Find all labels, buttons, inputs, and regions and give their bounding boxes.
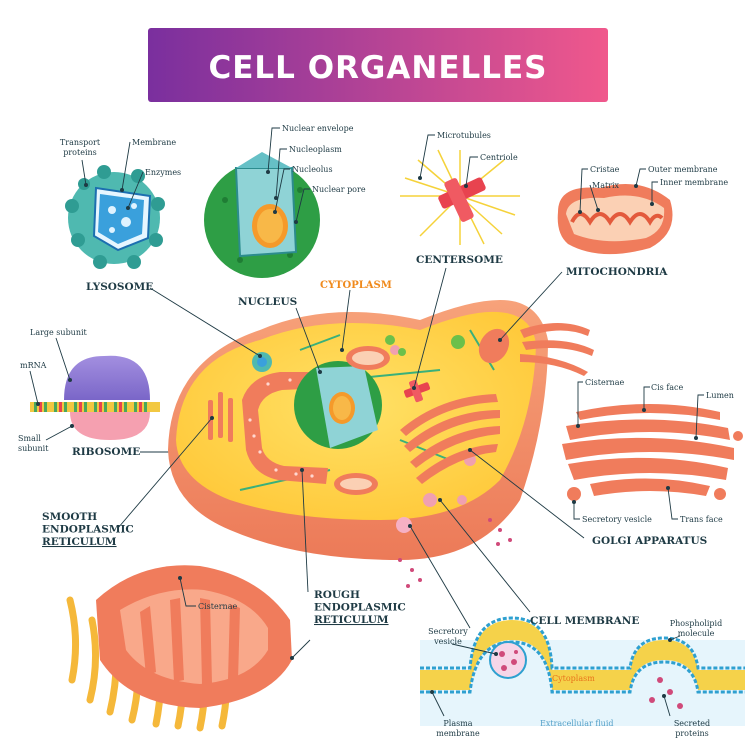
golgi-illustration (562, 404, 743, 501)
label-lysosome-membrane: Membrane (132, 138, 176, 147)
cell-membrane-illustration (420, 616, 745, 726)
label-centersome: CENTERSOME (416, 254, 503, 266)
label-inner-membrane: Inner membrane (660, 178, 728, 187)
ribosome-illustration (30, 355, 160, 440)
main-cell-pointers (117, 267, 585, 629)
mitochondria-illustration (557, 184, 673, 255)
label-golgi-cisternae: Cisternae (585, 378, 624, 387)
label-golgi-apparatus: GOLGI APPARATUS (592, 535, 707, 547)
label-lumen: Lumen (706, 391, 734, 400)
label-cell-membrane: CELL MEMBRANE (530, 615, 639, 627)
label-nuclear-envelope: Nuclear envelope (282, 124, 354, 133)
label-mrna: mRNA (20, 361, 47, 370)
label-cytoplasm: CYTOPLASM (320, 280, 392, 291)
label-cristae: Cristae (590, 165, 620, 174)
title-banner: CELL ORGANELLES (148, 28, 608, 102)
smooth-er-illustration (66, 565, 292, 732)
label-nucleolus: Nucleolus (292, 165, 333, 174)
label-nucleus: NUCLEUS (238, 296, 297, 308)
smooth-er-labels: SMOOTH ENDOPLASMIC RETICULUM Cisternae (42, 511, 237, 611)
nucleus-illustration (204, 152, 320, 278)
mitochondria-labels: Cristae Matrix Outer membrane Inner memb… (566, 165, 728, 278)
title-banner-background (148, 28, 608, 102)
label-cis-face: Cis face (651, 383, 684, 392)
label-outer-membrane: Outer membrane (648, 165, 718, 174)
label-nucleoplasm: Nucleoplasm (289, 145, 342, 154)
label-microtubules: Microtubules (437, 131, 491, 140)
label-membrane-cytoplasm: Cytoplasm (552, 674, 595, 683)
label-matrix: Matrix (592, 181, 620, 190)
label-large-subunit: Large subunit (30, 328, 88, 337)
label-rough-er: ROUGH ENDOPLASMIC RETICULUM (314, 589, 409, 626)
page-title: CELL ORGANELLES (208, 50, 547, 86)
label-enzymes: Enzymes (145, 168, 181, 177)
label-lysosome: LYSOSOME (86, 281, 153, 293)
centersome-labels: Microtubules Centriole CENTERSOME (416, 131, 518, 266)
label-nuclear-pore: Nuclear pore (312, 185, 366, 194)
nucleus-labels: Nuclear envelope Nucleoplasm Nucleolus N… (238, 124, 366, 308)
main-cell-illustration (168, 300, 594, 588)
label-centriole: Centriole (480, 153, 518, 162)
centersome-illustration (400, 149, 520, 245)
label-trans-face: Trans face (680, 515, 723, 524)
label-smooth-er: SMOOTH ENDOPLASMIC RETICULUM (42, 511, 137, 548)
label-extracellular-fluid: Extracellular fluid (540, 719, 614, 728)
rough-er-labels: ROUGH ENDOPLASMIC RETICULUM (290, 589, 409, 660)
lysosome-illustration (65, 165, 165, 269)
label-secretory-vesicle-golgi: Secretory vesicle (582, 515, 652, 524)
label-mitochondria: MITOCHONDRIA (566, 266, 668, 278)
label-ribosome: RIBOSOME (72, 446, 140, 458)
golgi-labels: Cisternae Cis face Lumen Secretory vesic… (572, 378, 734, 547)
label-smooth-er-cisternae: Cisternae (198, 602, 237, 611)
